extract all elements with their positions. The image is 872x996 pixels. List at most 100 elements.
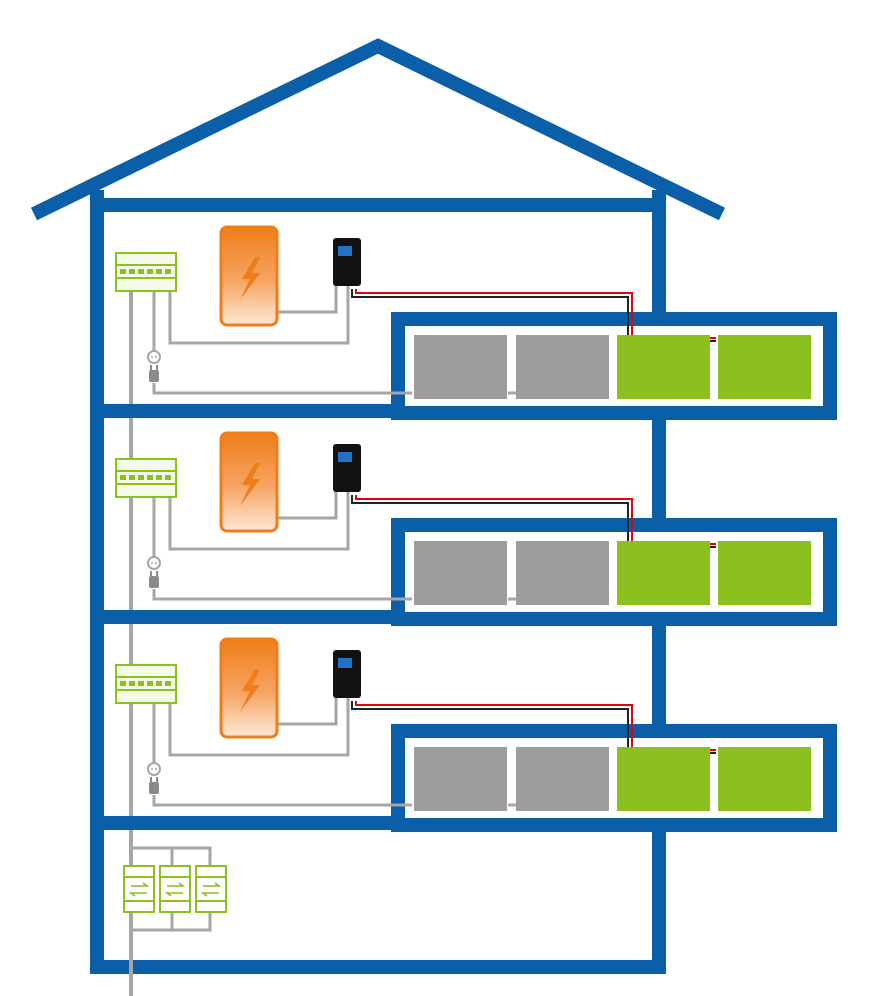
- breaker-switch: [156, 681, 162, 686]
- solar-panel-grey: [516, 747, 609, 811]
- breaker-switch: [147, 475, 153, 480]
- bidirectional-meter-icon: [123, 865, 155, 913]
- socket-plug-icon: [147, 350, 161, 382]
- solar-panel-grey: [414, 541, 507, 605]
- inverter-body: [333, 444, 361, 492]
- solar-panel-green: [617, 335, 710, 399]
- solar-panel-green: [718, 747, 811, 811]
- plug-cable: [152, 795, 412, 807]
- ac-cable-battery: [276, 687, 338, 726]
- lightning-icon: [240, 669, 260, 712]
- socket-pin: [151, 768, 153, 770]
- meter-body: [159, 865, 191, 913]
- ac-cable-inverter: [168, 275, 350, 345]
- arrow-left-icon: [128, 892, 147, 897]
- plug-body: [149, 370, 159, 382]
- arrow-right-icon: [167, 882, 186, 887]
- floor-1: [90, 225, 837, 420]
- socket-pin: [151, 356, 153, 358]
- inverter-icon: [333, 238, 361, 286]
- breaker-switch: [138, 269, 144, 274]
- breaker-switch: [129, 269, 135, 274]
- floor-3: [90, 637, 837, 832]
- floor-2: [90, 431, 837, 626]
- lightning-icon: [240, 463, 260, 506]
- socket-plug-icon: [147, 762, 161, 794]
- ac-cable-inverter: [168, 481, 350, 551]
- solar-panel-grey: [516, 541, 609, 605]
- meter-body: [195, 865, 227, 913]
- dc-cable-negative: [351, 495, 629, 541]
- battery-lightning-icon: [219, 637, 279, 739]
- plug-body: [149, 782, 159, 794]
- dc-cable-positive: [355, 289, 633, 335]
- inverter-display: [338, 452, 352, 462]
- lightning-icon: [240, 257, 260, 300]
- breaker-switch: [147, 269, 153, 274]
- arrow-right-icon: [203, 882, 222, 887]
- house-structure: [30, 38, 726, 974]
- dc-cable-positive: [355, 701, 633, 747]
- solar-panel-green: [617, 541, 710, 605]
- socket-pin: [155, 356, 157, 358]
- solar-panel-grey: [414, 747, 507, 811]
- solar-panel-green: [617, 747, 710, 811]
- arrow-right-icon: [131, 882, 150, 887]
- solar-panel-green: [718, 541, 811, 605]
- solar-panel-grey: [414, 335, 507, 399]
- roof: [30, 38, 726, 221]
- socket-outlet: [147, 556, 161, 570]
- battery-lightning-icon: [219, 225, 279, 327]
- socket-outlet: [147, 350, 161, 364]
- breaker-switch: [165, 269, 171, 274]
- ac-cable-inverter: [168, 687, 350, 757]
- ac-cable-battery: [276, 481, 338, 520]
- distribution-box: [115, 252, 177, 292]
- distribution-box: [115, 664, 177, 704]
- plug-cable: [152, 383, 412, 395]
- breaker-switch: [129, 681, 135, 686]
- breaker-switch: [120, 269, 126, 274]
- breaker-switch: [165, 681, 171, 686]
- breaker-switch: [165, 475, 171, 480]
- breaker-switch: [129, 475, 135, 480]
- roof-inner-triangle: [97, 58, 659, 199]
- breaker-switch: [138, 681, 144, 686]
- socket-pin: [151, 562, 153, 564]
- socket-pin: [155, 768, 157, 770]
- meter-body: [123, 865, 155, 913]
- bidirectional-meter-icon: [195, 865, 227, 913]
- solar-panel-green: [718, 335, 811, 399]
- socket-outlet: [147, 762, 161, 776]
- inverter-body: [333, 650, 361, 698]
- meter-feed-cable: [131, 846, 212, 872]
- inverter-display: [338, 658, 352, 668]
- dc-cable-positive: [355, 495, 633, 541]
- dc-cable-negative: [351, 289, 629, 335]
- socket-plug-icon: [147, 556, 161, 588]
- inverter-body: [333, 238, 361, 286]
- inverter-icon: [333, 650, 361, 698]
- solar-panel-grey: [516, 335, 609, 399]
- dc-cable-negative: [351, 701, 629, 747]
- breaker-switch: [120, 475, 126, 480]
- bidirectional-meter-icon: [159, 865, 191, 913]
- breaker-switch: [156, 269, 162, 274]
- inverter-display: [338, 246, 352, 256]
- ac-cable-battery: [276, 275, 338, 314]
- meter-return-cable: [131, 910, 212, 932]
- arrow-left-icon: [164, 892, 183, 897]
- arrow-left-icon: [200, 892, 219, 897]
- inverter-icon: [333, 444, 361, 492]
- battery-lightning-icon: [219, 431, 279, 533]
- socket-pin: [155, 562, 157, 564]
- plug-cable: [152, 589, 412, 601]
- distribution-box: [115, 458, 177, 498]
- breaker-switch: [120, 681, 126, 686]
- breaker-switch: [147, 681, 153, 686]
- breaker-switch: [138, 475, 144, 480]
- plug-body: [149, 576, 159, 588]
- breaker-switch: [156, 475, 162, 480]
